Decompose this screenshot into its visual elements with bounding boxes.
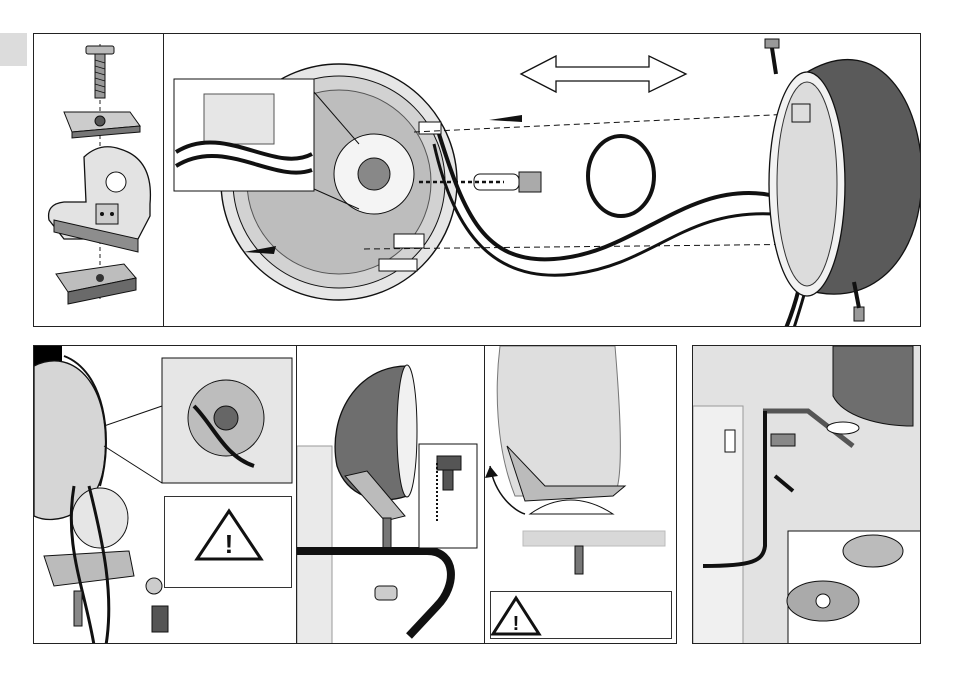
panel-drill-mounting [296, 345, 485, 644]
double-arrow-icon [521, 56, 686, 92]
panel-adjust-tilt: ! [484, 345, 677, 644]
warning-symbol: ! [225, 529, 234, 559]
mounting-hardware-drawing [34, 34, 164, 327]
panel-bracket-bolt [692, 345, 921, 644]
drill-mounting-drawing [297, 346, 485, 644]
warning-callout-adjust: ! [490, 591, 672, 639]
warning-symbol: ! [513, 613, 520, 635]
warning-callout: ! [164, 496, 292, 588]
panel-lamp-exploded [163, 33, 921, 327]
warning-triangle-icon: ! [491, 592, 673, 640]
panel-mounting-hardware [33, 33, 164, 327]
bracket-bolt-drawing [693, 346, 921, 644]
bracket-cable-drawing [34, 346, 297, 644]
warning-triangle-icon: ! [165, 497, 293, 589]
lamp-exploded-drawing [164, 34, 921, 327]
panel-bracket-cable-routing: ! [33, 345, 297, 644]
page-corner-tab [0, 33, 27, 66]
